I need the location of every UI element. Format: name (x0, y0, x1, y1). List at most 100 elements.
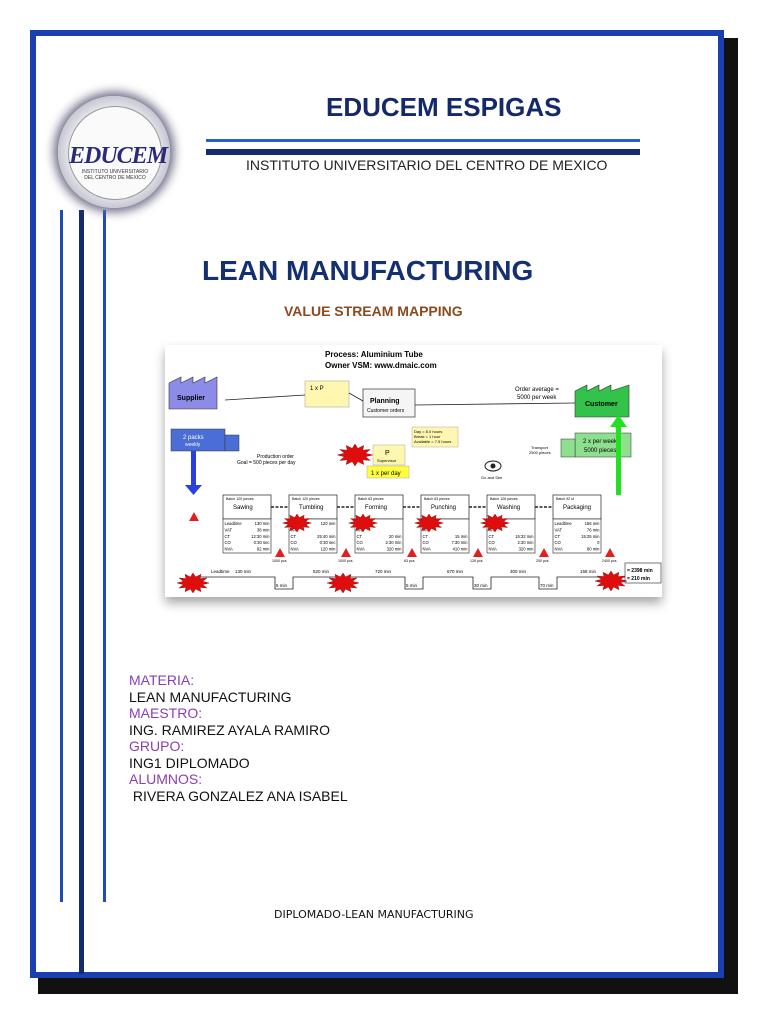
timeline-nva: 158 min (580, 569, 597, 574)
process-row-value: 38 min (257, 527, 270, 532)
process-batch: Batch 120 pieces (292, 497, 320, 501)
customer-factory-icon (574, 384, 630, 418)
process-row-label: Leadtime (555, 521, 573, 526)
alumnos-value: RIVERA GONZALEZ ANA ISABEL (129, 787, 348, 804)
left-rule-2 (79, 210, 84, 974)
inventory-label: 200 pcs (536, 559, 549, 563)
process-batch: Batch 120 pieces (226, 497, 254, 501)
timeline-va: 30 min (474, 583, 488, 588)
weekly-order-icon: 1 x P (310, 386, 324, 392)
customer-arrow-head (610, 415, 627, 427)
supplier-arrow (191, 451, 196, 485)
process-row-label: CO (291, 540, 298, 545)
vsm-owner: Owner VSM: www.dmaic.com (325, 361, 437, 370)
vsm-order-average: Order average = (515, 387, 559, 393)
institution-title: EDUCEM ESPIGAS (326, 92, 562, 122)
process-row-label: NVA (225, 547, 234, 552)
process-row-value: 15:25 min (581, 534, 600, 539)
footer-text: DIPLOMADO-LEAN MANUFACTURING (274, 908, 474, 921)
timeline-ladder (195, 576, 625, 590)
process-row-value: 410 min (453, 547, 469, 552)
process-row-label: VAT (489, 527, 497, 532)
process-row-value: 25:40 min (317, 534, 336, 539)
maestro-label: MAESTRO: (129, 705, 203, 721)
inventory-label: 63 pcs (404, 559, 415, 563)
process-name: Packaging (563, 505, 591, 511)
kaizen-burst-icon (337, 443, 373, 467)
info-flow-line (224, 394, 306, 401)
vsm-shift-avail: Available = 7.5 hours (414, 439, 451, 444)
title-rule-thick (206, 149, 640, 155)
vsm-shift-break: Break = 1 hour (414, 434, 441, 439)
vsm-transport-qty: 2500 pieces (529, 450, 551, 455)
vsm-supplier: Supplier (177, 395, 205, 402)
process-row-value: 0:30 sec (254, 540, 270, 545)
value-stream-map-image: Process: Aluminium Tube Owner VSM: www.d… (165, 345, 662, 597)
timeline-nva: 670 min (447, 569, 464, 574)
kaizen-burst-icon (414, 513, 444, 533)
materia-value: LEAN MANUFACTURING (129, 688, 292, 705)
process-row-value: 92 min (257, 547, 270, 552)
vsm-transport: Transport (531, 445, 549, 450)
kaizen-burst-icon (282, 513, 312, 533)
vsm-total-leadtime: = 2398 min (627, 568, 653, 574)
process-row-label: VAT (291, 527, 299, 532)
vsm-supervisor-p: P (385, 450, 390, 457)
kaizen-burst-icon (594, 570, 628, 592)
inventory-triangle-icon (189, 512, 199, 521)
vsm-customer-delivery-qty: 5000 pieces (584, 448, 616, 454)
educem-logo: EDUCEM INSTITUTO UNIVERSITARIO DEL CENTR… (58, 96, 170, 208)
inventory-triangle-icon (539, 548, 549, 557)
inventory-triangle-icon (473, 548, 483, 557)
planning-box (362, 388, 416, 418)
process-row-label: CT (357, 534, 363, 539)
process-row-label: CO (225, 540, 232, 545)
inventory-label: 126 pcs (470, 559, 483, 563)
process-row-label: VAT (555, 527, 563, 532)
process-name: Sawing (233, 505, 253, 511)
process-batch: Batch 63 pieces (424, 497, 450, 501)
process-row-value: 156 min (585, 521, 601, 526)
process-row-label: CO (423, 540, 430, 545)
process-row-label: NVA (489, 547, 498, 552)
process-row-label: NVA (555, 547, 564, 552)
process-row-label: CT (225, 534, 231, 539)
process-row-value: 320 min (387, 547, 403, 552)
process-row-value: 2:30 min (517, 540, 534, 545)
weekly-order-box (304, 380, 350, 408)
process-row-label: VAT (225, 527, 233, 532)
process-row-label: CO (555, 540, 562, 545)
timeline-nva: 130 min (235, 569, 252, 574)
vsm-supervisor: Supervisor (377, 458, 397, 463)
process-row-value: 2:30 min (385, 540, 402, 545)
inventory-label: 1000 pcs (338, 559, 353, 563)
process-box (222, 494, 272, 520)
process-row-label: CT (291, 534, 297, 539)
process-row-value: 0 (597, 540, 600, 545)
supplier-arrow-head (185, 485, 202, 495)
process-box (552, 494, 602, 520)
vsm-total-va: = 210 min (627, 576, 650, 582)
vsm-process-title: Process: Aluminium Tube (325, 350, 423, 359)
process-batch: Batch 92 st (556, 497, 574, 501)
vsm-customer-delivery: 2 x per week (583, 439, 618, 445)
left-rule-3 (103, 210, 106, 902)
inventory-triangle-icon (605, 548, 615, 557)
process-row-value: 120 min (321, 547, 337, 552)
process-row-label: CO (489, 540, 496, 545)
process-row-label: CT (555, 534, 561, 539)
maestro-value: ING. RAMIREZ AYALA RAMIRO (129, 721, 330, 738)
timeline-va: 5 min (276, 583, 288, 588)
total-box (624, 562, 662, 584)
logo-word: EDUCEM (69, 143, 168, 169)
vsm-supplier-delivery: 2 packs (183, 435, 204, 441)
supervisor-box (372, 444, 406, 466)
customer-truck-icon (574, 432, 632, 458)
vsm-supplier-delivery-freq: weekly (185, 442, 201, 448)
process-row-label: CT (489, 534, 495, 539)
process-batch: Batch 126 pieces (490, 497, 518, 501)
supplier-factory-icon (168, 376, 218, 410)
process-row-label: VAT (423, 527, 431, 532)
process-row-label: CO (357, 540, 364, 545)
process-row-value: 130 min (255, 521, 271, 526)
